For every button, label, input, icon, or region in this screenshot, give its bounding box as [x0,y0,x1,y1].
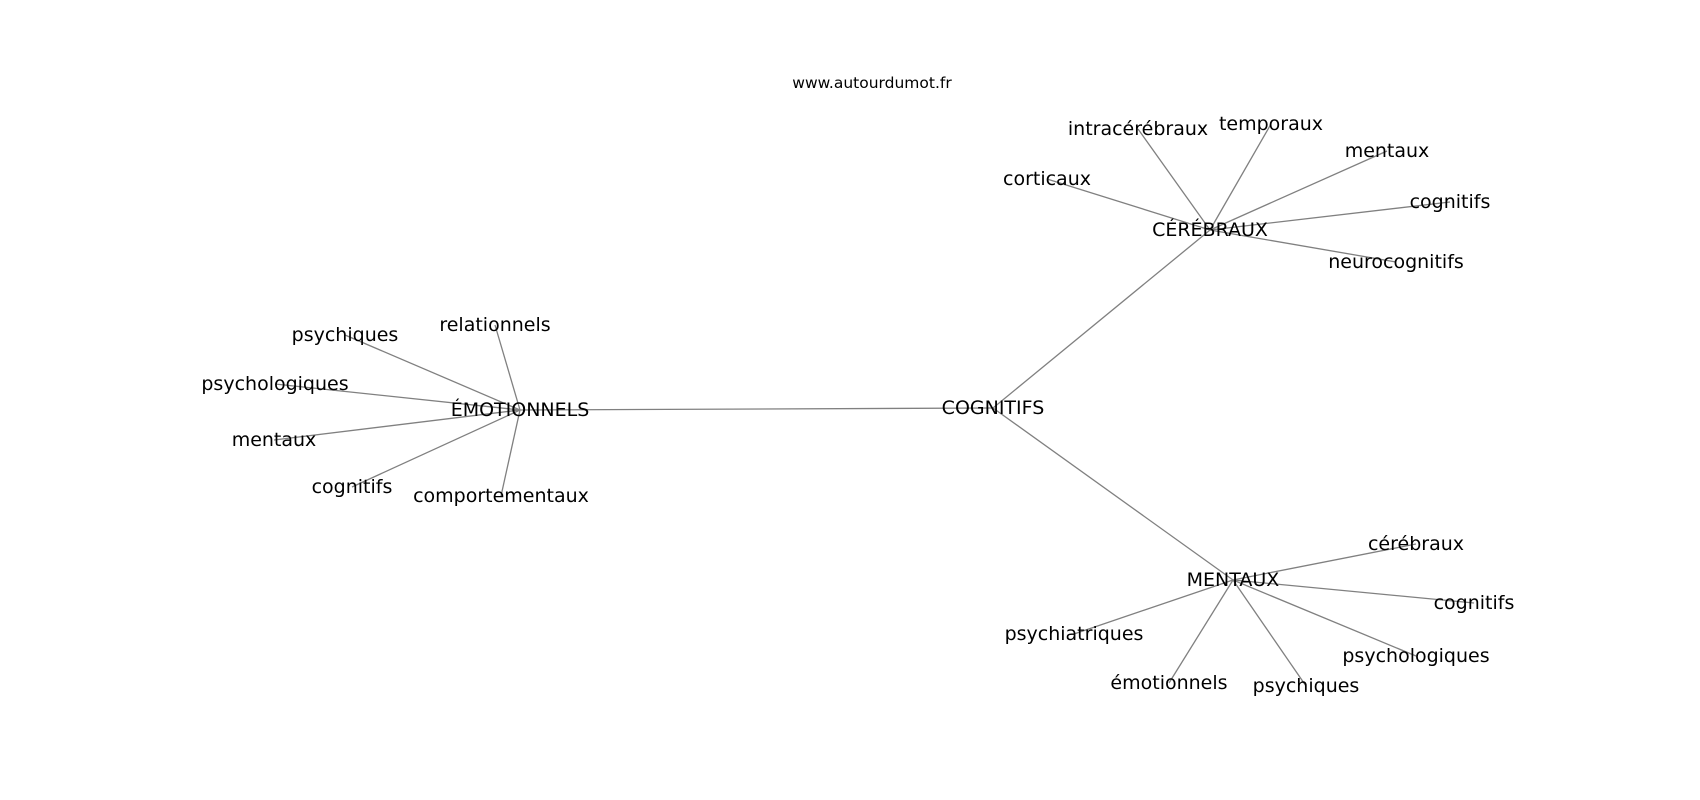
node-leaf-cerebraux_hub-3: corticaux [1003,168,1091,190]
edge-cerebraux_hub-leaf-2 [1209,150,1388,231]
node-leaf-cerebraux_hub-1: temporaux [1219,113,1323,135]
edge-center-cerebraux_hub [992,229,1211,409]
edge-mentaux_hub-leaf-1 [1232,579,1475,604]
edge-cerebraux_hub-leaf-1 [1209,123,1272,231]
edge-emotionnels_hub-leaf-3 [273,409,521,441]
edge-emotionnels_hub-leaf-0 [494,324,521,411]
edge-emotionnels_hub-leaf-1 [344,334,521,411]
edge-emotionnels_hub-leaf-2 [274,383,521,411]
node-leaf-cerebraux_hub-4: cognitifs [1410,191,1491,213]
graph-edges [273,123,1475,687]
node-leaf-mentaux_hub-3: psychologiques [1342,645,1489,667]
node-leaf-emotionnels_hub-1: psychiques [292,324,399,346]
edge-mentaux_hub-leaf-2 [1073,579,1234,635]
edge-cerebraux_hub-leaf-4 [1209,201,1451,231]
edge-emotionnels_hub-leaf-4 [351,409,521,488]
edge-mentaux_hub-leaf-0 [1232,543,1417,581]
node-leaf-emotionnels_hub-5: comportementaux [413,485,589,507]
node-leaf-emotionnels_hub-3: mentaux [232,429,317,451]
edge-emotionnels_hub-leaf-5 [500,409,521,497]
node-leaf-cerebraux_hub-5: neurocognitifs [1328,251,1464,273]
edge-mentaux_hub-leaf-4 [1168,579,1234,684]
node-leaf-cerebraux_hub-2: mentaux [1345,140,1430,162]
edge-mentaux_hub-leaf-5 [1232,579,1307,687]
node-leaf-emotionnels_hub-0: relationnels [439,314,550,336]
edge-center-mentaux_hub [992,407,1234,581]
node-hub-mentaux_hub: MENTAUX [1187,569,1280,591]
edge-mentaux_hub-leaf-3 [1232,579,1417,657]
edge-cerebraux_hub-leaf-3 [1046,178,1211,231]
node-leaf-emotionnels_hub-2: psychologiques [201,373,348,395]
node-leaf-mentaux_hub-0: cérébraux [1368,533,1464,555]
node-leaf-mentaux_hub-5: psychiques [1253,675,1360,697]
node-leaf-cerebraux_hub-0: intracérébraux [1068,118,1208,140]
watermark: www.autourdumot.fr [792,74,952,92]
node-hub-cerebraux_hub: CÉRÉBRAUX [1152,218,1268,241]
edge-center-emotionnels_hub [519,407,994,411]
edge-cerebraux_hub-leaf-5 [1209,229,1397,263]
graph-labels: www.autourdumot.fr COGNITIFS CÉRÉBRAUX int… [201,74,1514,697]
node-center-cognitifs: COGNITIFS [942,397,1045,419]
node-leaf-mentaux_hub-4: émotionnels [1110,672,1227,694]
node-leaf-mentaux_hub-2: psychiatriques [1005,623,1144,645]
node-leaf-emotionnels_hub-4: cognitifs [312,476,393,498]
node-leaf-mentaux_hub-1: cognitifs [1434,592,1515,614]
edge-cerebraux_hub-leaf-0 [1137,128,1211,231]
node-hub-emotionnels_hub: ÉMOTIONNELS [451,398,590,421]
